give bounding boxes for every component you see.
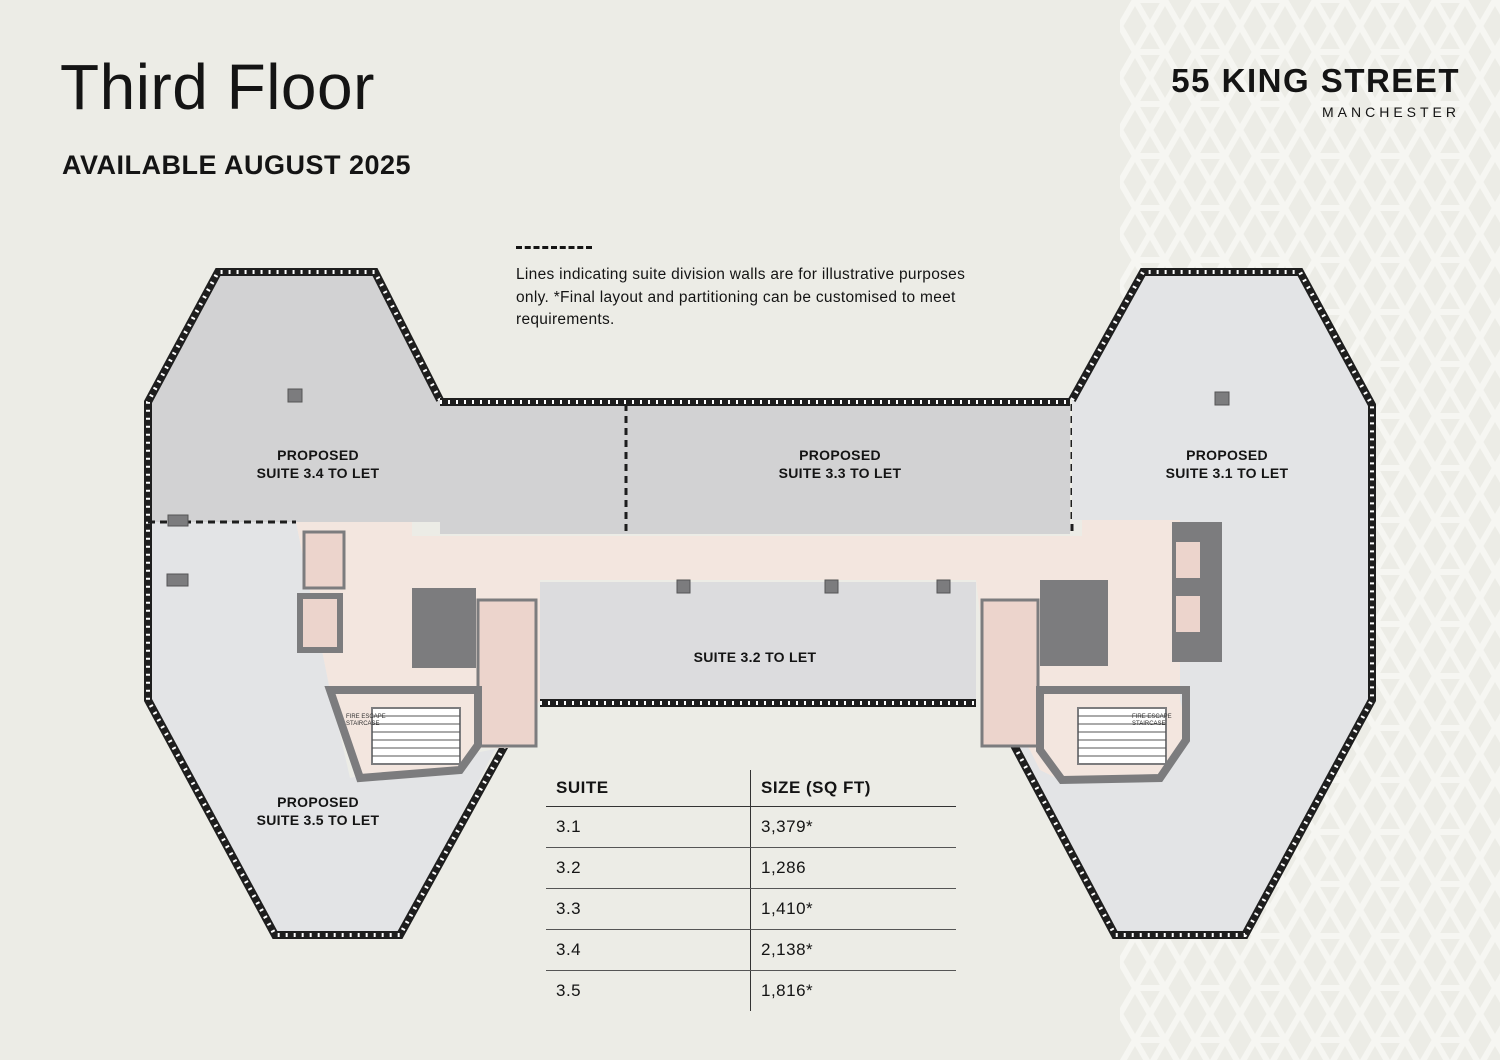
- size-cell: 1,816*: [761, 981, 814, 1000]
- left-lift-shaft: [412, 588, 476, 668]
- column-header-suite: SUITE: [546, 770, 751, 807]
- brand-city: MANCHESTER: [1321, 104, 1460, 120]
- right-wing-outline: [986, 268, 1376, 939]
- table-header-row: SUITE SIZE (SQ FT): [546, 770, 956, 807]
- size-cell: 1,286: [750, 847, 956, 889]
- size-cell: 2,138*: [750, 929, 956, 971]
- structural-columns: [166, 388, 1230, 594]
- brand-name: 55 KING STREET: [1171, 62, 1460, 99]
- size-cell: 3,379*: [750, 806, 956, 848]
- suite-3-3-area: [440, 402, 1070, 534]
- availability-subtitle: AVAILABLE AUGUST 2025: [62, 150, 412, 180]
- table-row: 3.5 1,816*: [546, 970, 956, 1011]
- column-header-size: SIZE (SQ FT): [750, 770, 956, 807]
- right-wc: [980, 598, 1040, 748]
- right-lift-shaft: [1040, 580, 1108, 666]
- left-accessible-wc: [302, 530, 346, 590]
- suite-cell: 3.1: [546, 806, 751, 848]
- suite-cell: 3.2: [546, 847, 751, 889]
- brand-logo: 55 KING STREET MANCHESTER: [1171, 62, 1460, 120]
- suite-3-2-area: [540, 582, 976, 700]
- suite-3-5-area: [148, 522, 510, 935]
- left-staircase: [371, 707, 461, 765]
- right-lift-1: [1176, 542, 1200, 578]
- size-cell: 1,410*: [750, 888, 956, 930]
- dashed-line-legend: [516, 246, 592, 253]
- left-wc: [476, 598, 538, 748]
- left-lift: [297, 593, 343, 653]
- left-stair-core: [324, 686, 482, 783]
- suite-cell: 3.4: [546, 929, 751, 971]
- right-stair-core: [1036, 686, 1190, 785]
- division-note: Lines indicating suite division walls ar…: [516, 266, 966, 328]
- suite-cell: 3.5: [546, 970, 751, 1011]
- corridor: [412, 536, 1082, 580]
- suite-cell: 3.3: [546, 888, 751, 930]
- right-staircase: [1077, 707, 1167, 765]
- right-lift-2: [1176, 596, 1200, 632]
- page-title: Third Floor: [60, 51, 375, 123]
- suite-3-2-label: SUITE 3.2 TO LET: [693, 649, 817, 665]
